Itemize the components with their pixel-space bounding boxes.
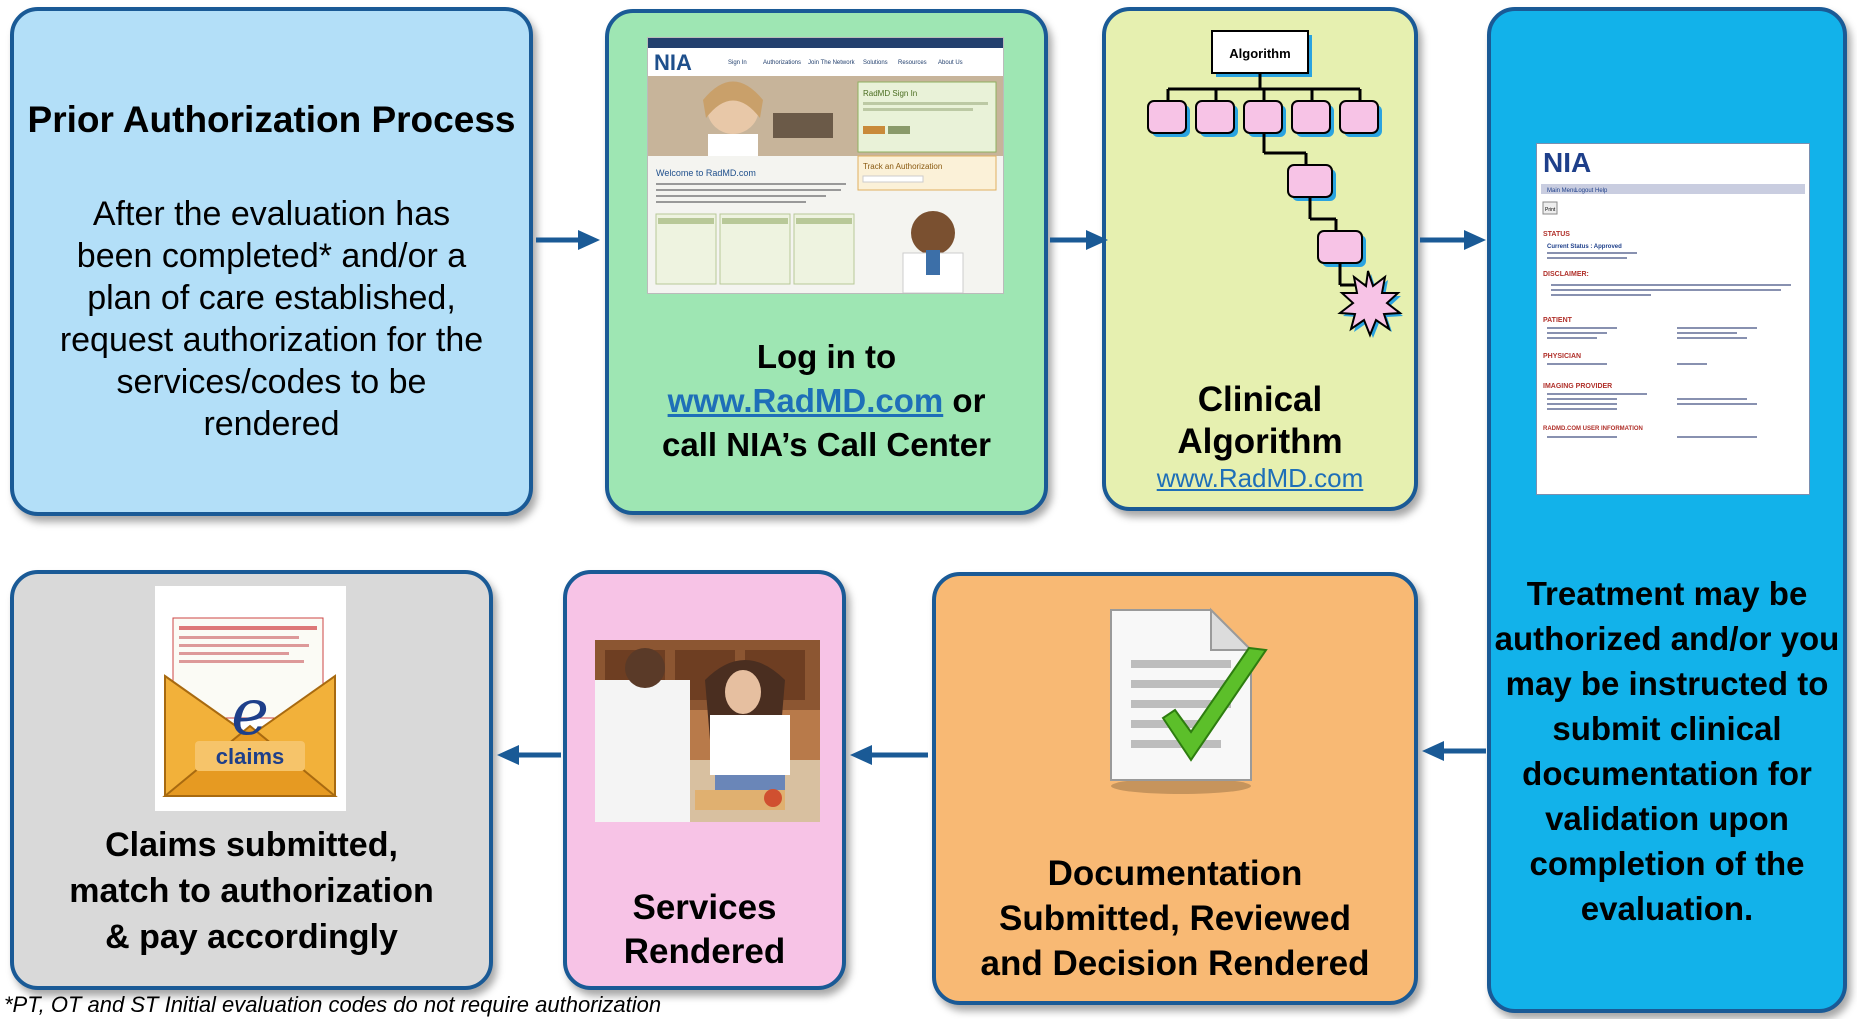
documentation-text: Documentation Submitted, Reviewed and De… [936,851,1414,986]
doc-section-patient: PATIENT [1543,317,1573,324]
services-line1: Services [632,888,777,927]
algorithm-label: Algorithm [1229,46,1290,61]
doc-print: Print [1545,207,1556,213]
footnote: *PT, OT and ST Initial evaluation codes … [4,992,662,1017]
arrow-login-to-algorithm [1050,230,1108,250]
algorithm-line2: Algorithm [1177,422,1343,461]
claims-line3: & pay accordingly [105,918,398,956]
claims-line1: Claims submitted, [105,826,398,864]
login-or: or [952,382,986,419]
screenshot-nav-2: Join The Network [808,60,856,66]
algorithm-tree-diagram: Algorithm [1147,30,1403,338]
step-prior-authorization: Prior Authorization Process After the ev… [10,7,533,516]
step-clinical-algorithm: Algorithm [1102,7,1418,511]
documentation-line1: Documentation [1047,854,1303,893]
screenshot-nav-5: About Us [938,60,963,66]
screenshot-nav-3: Solutions [863,60,888,66]
doc-section-status: STATUS [1543,231,1570,238]
doc-menu-0: Main Menu [1547,188,1577,194]
step-documentation: Documentation Submitted, Reviewed and De… [932,572,1418,1005]
doc-menu-2: Help [1595,188,1608,194]
claims-text: Claims submitted, match to authorization… [14,822,489,960]
doc-section-user-info: RADMD.COM USER INFORMATION [1543,426,1643,432]
screenshot-signin: RadMD Sign In [863,89,917,98]
arrow-documentation-to-services [850,745,928,765]
prior-auth-body: After the evaluation has been completed*… [59,195,484,443]
login-line2: www.RadMD.com or [609,379,1044,423]
radmd-link[interactable]: www.RadMD.com [667,382,944,419]
algorithm-node-row [1147,100,1382,137]
step-login: NIA Sign In Authorizations Join The Netw… [605,9,1048,515]
services-text: Services Rendered [567,886,842,974]
screenshot-nav-0: Sign In [728,60,747,66]
login-line1: Log in to [756,338,897,375]
step-claims: e claims Claims submitted, match to auth… [10,570,493,990]
therapy-session-photo [595,640,820,822]
radmd-website-screenshot: NIA Sign In Authorizations Join The Netw… [647,37,1004,294]
authorization-document-screenshot: NIA Main Menu Logout Help Print STATUS C… [1536,143,1810,495]
arrow-treatment-to-documentation [1422,741,1486,761]
arrow-services-to-claims [497,745,561,765]
algorithm-text: Clinical Algorithm [1106,379,1414,463]
documentation-line3: and Decision Rendered [980,944,1370,983]
arrow-algorithm-to-treatment [1420,230,1486,250]
step-treatment-authorization: NIA Main Menu Logout Help Print STATUS C… [1487,7,1847,1013]
claims-line2: match to authorization [69,872,434,910]
treatment-text: Treatment may be authorized and/or you m… [1494,575,1840,927]
screenshot-nav-1: Authorizations [763,60,801,66]
screenshot-track: Track an Authorization [863,162,942,171]
screenshot-welcome: Welcome to RadMD.com [656,168,756,178]
doc-status-value: Current Status : Approved [1547,244,1622,250]
document-checkmark-icon [1091,600,1271,800]
arrow-prior-to-login [536,230,600,250]
algorithm-radmd-link[interactable]: www.RadMD.com [1156,463,1364,493]
algorithm-line1: Clinical [1197,380,1323,419]
prior-auth-title: Prior Authorization Process [27,99,516,140]
doc-section-imaging-provider: IMAGING PROVIDER [1543,383,1612,390]
doc-section-physician: PHYSICIAN [1543,353,1581,360]
documentation-line2: Submitted, Reviewed [998,899,1352,938]
login-text: Log in to www.RadMD.com or call NIA’s Ca… [609,335,1044,467]
screenshot-logo: NIA [654,50,692,75]
eclaims-label: claims [216,744,285,769]
services-line2: Rendered [623,932,786,971]
login-line3: call NIA’s Call Center [662,426,991,463]
step-services-rendered: Services Rendered [563,570,846,990]
eclaims-letter: e [231,676,269,750]
algorithm-starburst [1337,270,1403,338]
eclaims-envelope-icon: e claims [155,586,346,811]
screenshot-nav-4: Resources [898,60,927,66]
doc-menu-1: Logout [1575,188,1594,194]
doc-section-disclaimer: DISCLAIMER: [1543,271,1589,278]
doc-logo: NIA [1543,147,1591,178]
